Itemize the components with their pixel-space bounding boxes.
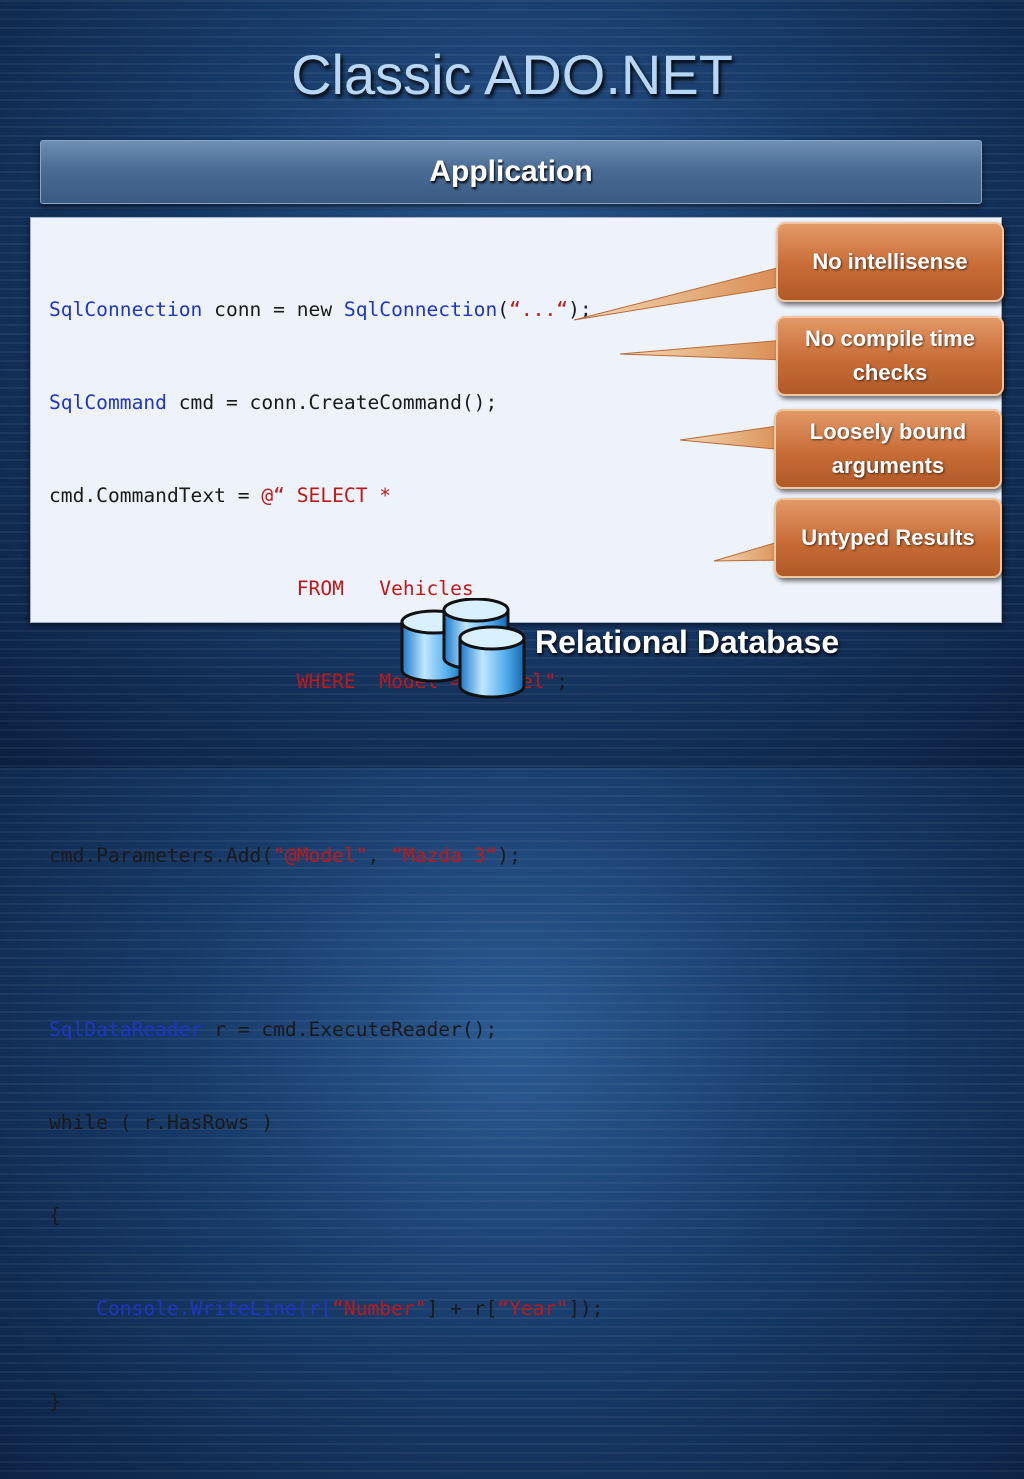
code-text: ( xyxy=(497,298,510,321)
callout-pointer xyxy=(619,339,786,361)
code-text: ]); xyxy=(568,1297,604,1320)
code-line: } xyxy=(49,1386,603,1417)
code-string: “Year" xyxy=(497,1297,569,1320)
code-string: “...“ xyxy=(509,298,569,321)
code-line: cmd.CommandText = @“ SELECT * xyxy=(49,480,603,511)
code-text: cmd.CommandText = xyxy=(49,484,262,507)
callout-label: Untyped Results xyxy=(801,525,975,550)
code-text: conn = new xyxy=(202,298,344,321)
code-indent xyxy=(49,1297,96,1320)
code-type: SqlCommand xyxy=(49,391,167,414)
code-type: SqlConnection xyxy=(49,298,203,321)
slide-title: Classic ADO.NET xyxy=(291,43,733,106)
callout-no-compile-checks: No compile time checks xyxy=(776,316,1004,396)
code-type: SqlConnection xyxy=(343,298,498,321)
code-text: } xyxy=(49,1390,61,1413)
code-line: SqlCommand cmd = conn.CreateCommand(); xyxy=(49,387,603,418)
callout-pointers xyxy=(573,265,786,562)
application-label: Application xyxy=(429,155,593,188)
callout-loosely-bound: Loosely bound arguments xyxy=(774,409,1002,489)
callout-pointer xyxy=(573,265,786,321)
code-type: Console.WriteLine(r[ xyxy=(96,1297,333,1320)
database-icon xyxy=(400,598,526,699)
code-text: r = cmd.ExecuteReader(); xyxy=(202,1018,498,1041)
code-line: cmd.Parameters.Add("@Model", “Mazda 3“); xyxy=(49,840,603,871)
code-line: { xyxy=(49,1200,603,1231)
code-string: “Number" xyxy=(332,1297,427,1320)
code-line: Console.WriteLine(r[“Number"] + r[“Year"… xyxy=(49,1293,603,1324)
code-text: ; xyxy=(556,670,569,693)
database-label: Relational Database xyxy=(535,624,840,660)
code-text: while ( r.HasRows ) xyxy=(49,1111,274,1134)
code-text: ); xyxy=(568,298,592,321)
code-text: cmd = conn.CreateCommand(); xyxy=(166,391,498,414)
callout-label: Loosely bound arguments xyxy=(809,419,967,478)
code-text: cmd.Parameters.Add( xyxy=(49,844,274,867)
code-gap xyxy=(49,933,603,952)
code-text: { xyxy=(49,1204,61,1227)
callout-pointer xyxy=(679,424,786,451)
callout-no-intellisense: No intellisense xyxy=(776,222,1004,302)
code-text: , xyxy=(367,844,392,867)
code-string: "@Model" xyxy=(273,844,368,867)
code-text: ] + r[ xyxy=(426,1297,498,1320)
code-text: ); xyxy=(497,844,521,867)
code-line: FROM Vehicles xyxy=(49,573,603,604)
code-string: @“ SELECT * xyxy=(261,484,392,507)
code-line: while ( r.HasRows ) xyxy=(49,1107,603,1138)
code-string: “Mazda 3“ xyxy=(391,844,498,867)
code-type: SqlDataReader xyxy=(49,1018,203,1041)
callout-label: No compile time checks xyxy=(805,326,975,385)
code-line: SqlDataReader r = cmd.ExecuteReader(); xyxy=(49,1014,603,1045)
code-line: SqlConnection conn = new SqlConnection(“… xyxy=(49,294,603,325)
database-cylinder xyxy=(458,625,526,699)
callout-untyped-results: Untyped Results xyxy=(774,498,1002,578)
callout-label: No intellisense xyxy=(812,249,968,274)
application-bar: Application xyxy=(40,140,982,204)
code-string: FROM Vehicles xyxy=(296,577,474,600)
